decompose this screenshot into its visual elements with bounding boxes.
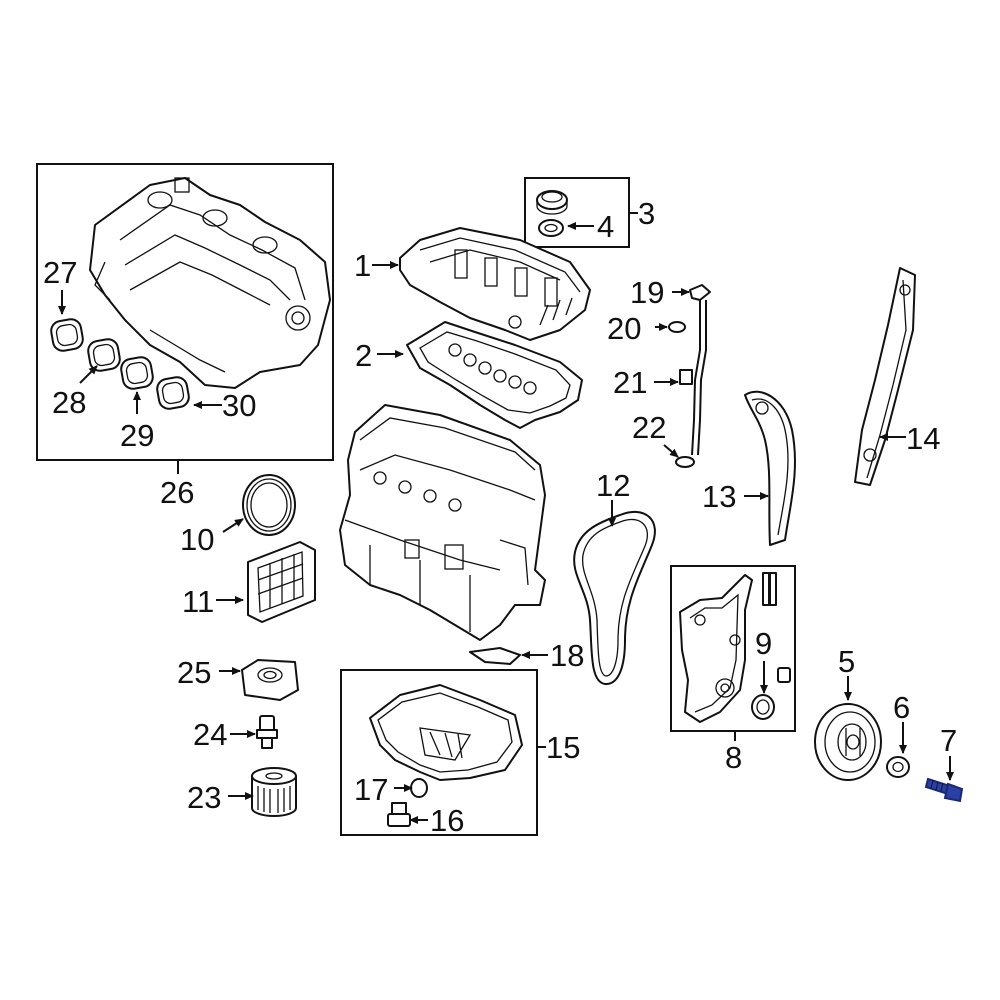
timing-cover-group-box bbox=[670, 565, 796, 732]
callout-28: 28 bbox=[52, 385, 86, 420]
callout-26: 26 bbox=[160, 475, 194, 510]
oil-cap-seal[interactable] bbox=[538, 219, 564, 237]
crankshaft-pulley[interactable] bbox=[814, 703, 882, 781]
drain-plug-gasket[interactable] bbox=[410, 778, 428, 798]
timing-chain-tensioner-arm[interactable] bbox=[854, 267, 916, 486]
oil-filter[interactable] bbox=[251, 767, 297, 817]
intake-gasket-28[interactable] bbox=[87, 338, 122, 373]
crankshaft-seal[interactable] bbox=[242, 474, 296, 536]
callout-12: 12 bbox=[596, 468, 630, 503]
dipstick-tube-o-ring[interactable] bbox=[675, 456, 695, 468]
oil-pressure-switch[interactable] bbox=[256, 715, 278, 749]
callout-10: 10 bbox=[180, 522, 214, 557]
timing-cover-seal[interactable] bbox=[751, 694, 775, 720]
callout-29: 29 bbox=[120, 418, 154, 453]
callout-1: 1 bbox=[354, 248, 371, 283]
timing-chain-cover[interactable] bbox=[679, 574, 753, 723]
intake-manifold-group-box bbox=[36, 163, 334, 461]
intake-manifold[interactable] bbox=[89, 177, 331, 389]
callout-14: 14 bbox=[906, 421, 940, 456]
callout-23: 23 bbox=[187, 780, 221, 815]
callout-5: 5 bbox=[838, 644, 855, 679]
engine-block bbox=[339, 404, 546, 641]
dipstick-tube-bracket[interactable] bbox=[679, 369, 693, 385]
drain-plug[interactable] bbox=[387, 802, 411, 827]
callout-17: 17 bbox=[354, 772, 388, 807]
cover-dowel-pins[interactable] bbox=[762, 572, 777, 606]
oil-pan[interactable] bbox=[369, 684, 523, 781]
timing-chain-guide[interactable] bbox=[744, 390, 796, 546]
oil-separator[interactable] bbox=[247, 541, 316, 623]
oil-strainer[interactable] bbox=[469, 647, 521, 665]
oil-cooler[interactable] bbox=[241, 659, 299, 701]
intake-gasket-27[interactable] bbox=[50, 318, 85, 353]
callout-6: 6 bbox=[893, 690, 910, 725]
intake-gasket-29[interactable] bbox=[120, 356, 155, 391]
oil-filler-cap[interactable] bbox=[536, 190, 568, 215]
callout-21: 21 bbox=[613, 365, 647, 400]
callout-11: 11 bbox=[182, 584, 214, 619]
callout-19: 19 bbox=[630, 275, 664, 310]
callout-20: 20 bbox=[607, 311, 641, 346]
callout-30: 30 bbox=[222, 388, 256, 423]
callout-25: 25 bbox=[177, 655, 211, 690]
head-cover-gasket[interactable] bbox=[406, 321, 583, 429]
callout-13: 13 bbox=[702, 479, 736, 514]
callout-9: 9 bbox=[755, 626, 772, 661]
callout-24: 24 bbox=[193, 717, 227, 752]
cylinder-head-cover[interactable] bbox=[399, 227, 591, 341]
callout-3: 3 bbox=[638, 196, 655, 231]
oil-pan-group-box bbox=[340, 669, 538, 836]
callout-18: 18 bbox=[550, 638, 584, 673]
callout-27: 27 bbox=[43, 255, 77, 290]
callout-8: 8 bbox=[725, 740, 742, 775]
dipstick-o-ring[interactable] bbox=[668, 321, 686, 333]
callout-7: 7 bbox=[940, 723, 957, 758]
callout-2: 2 bbox=[355, 338, 372, 373]
intake-gasket-30[interactable] bbox=[156, 376, 191, 411]
timing-cover-plug[interactable] bbox=[777, 667, 791, 683]
timing-chain[interactable] bbox=[573, 510, 656, 686]
callout-16: 16 bbox=[430, 803, 464, 838]
dipstick[interactable] bbox=[689, 284, 711, 456]
callout-15: 15 bbox=[546, 730, 580, 765]
callout-22: 22 bbox=[632, 410, 666, 445]
pulley-washer[interactable] bbox=[886, 756, 910, 778]
callout-4: 4 bbox=[597, 209, 614, 244]
crankshaft-pulley-bolt[interactable] bbox=[924, 777, 964, 803]
